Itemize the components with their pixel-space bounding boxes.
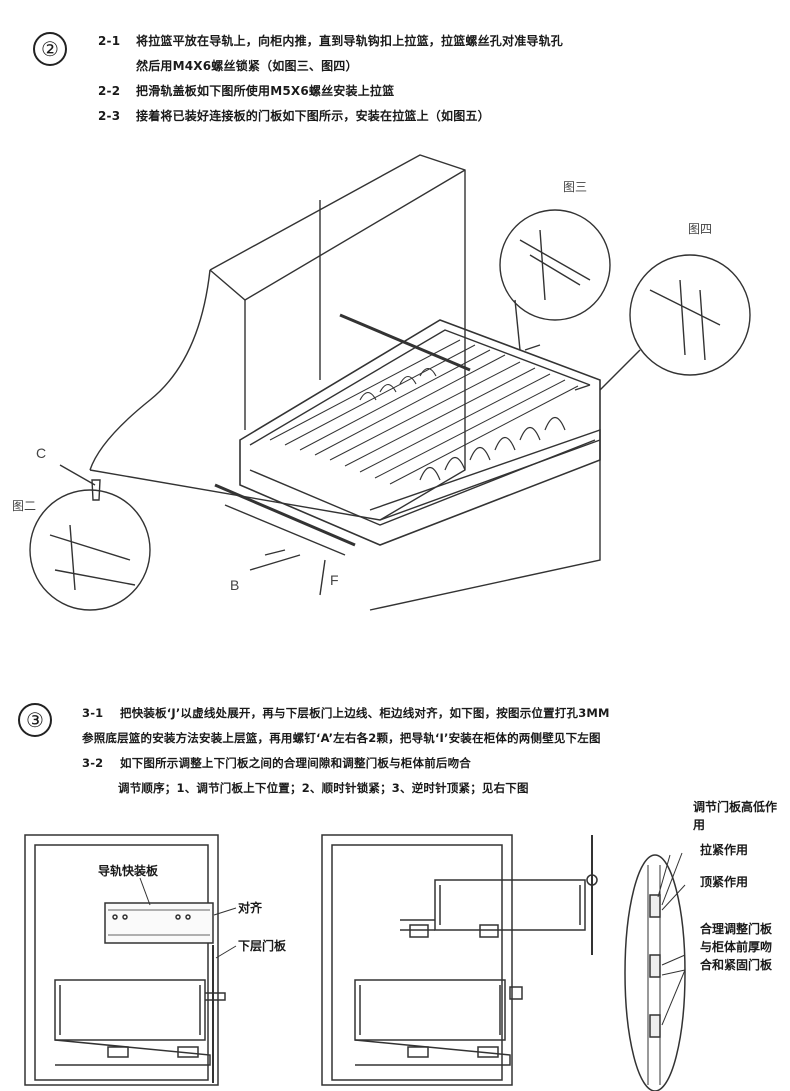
label-f: F	[330, 572, 339, 588]
instruction-2-2: 2-2 把滑轨盖板如下图所使用M5X6螺丝安装上拉篮	[98, 82, 394, 99]
step-text: 把滑轨盖板如下图所使用M5X6螺丝安装上拉篮	[136, 84, 395, 98]
step-text: 接着将已装好连接板的门板如下图所示，安装在拉篮上（如图五）	[136, 109, 490, 123]
rail-board-label: 导轨快装板	[98, 864, 159, 878]
instruction-3-1: 3-1 把快装板‘J’以虚线处展开，再与下层板门上边线、柜边线对齐，如下图，按图示…	[82, 705, 610, 721]
label-b: B	[230, 577, 240, 593]
label-c: C	[36, 445, 47, 461]
rail-board-figure	[24, 834, 226, 1086]
instruction-2-1: 2-1 将拉篮平放在导轨上，向柜内推，直到导轨钩扣上拉篮，拉篮螺丝孔对准导轨孔	[98, 32, 563, 49]
figure-2-label: 图二	[12, 499, 37, 513]
figure-4-label: 图四	[688, 222, 713, 236]
instruction-2-3: 2-3 接着将已装好连接板的门板如下图所示，安装在拉篮上（如图五）	[98, 107, 490, 124]
instruction-3-2-cont: 调节顺序；1、调节门板上下位置；2、顺时针锁紧；3、逆时针顶紧；见右下图	[118, 780, 529, 796]
instruction-2-1-cont: 然后用M4X6螺丝锁紧（如图三、图四）	[136, 57, 358, 74]
step-text: 然后用M4X6螺丝锁紧（如图三、图四）	[136, 59, 358, 73]
instruction-3-2: 3-2 如下图所示调整上下门板之间的合理间隙和调整门板与柜体前后吻合	[82, 755, 471, 771]
step-code: 3-2	[82, 756, 104, 770]
lower-door-label: 下层门板	[238, 939, 287, 953]
step-code: 2-2	[98, 84, 121, 98]
callout-push: 顶紧作用	[700, 875, 749, 889]
step-text: 调节顺序；1、调节门板上下位置；2、顺时针锁紧；3、逆时针顶紧；见右下图	[118, 781, 529, 795]
basket-install-figure	[29, 154, 751, 611]
callout-tighten: 拉紧作用	[700, 843, 749, 857]
callout-adjust-fit: 合理调整门板与柜体前厚吻合和紧固门板	[700, 922, 773, 972]
step-number-2: ②	[33, 32, 67, 66]
step-text: 将拉篮平放在导轨上，向柜内推，直到导轨钩扣上拉篮，拉篮螺丝孔对准导轨孔	[136, 34, 564, 48]
callout-adjust-height: 调节门板高低作用	[693, 800, 778, 832]
step-text: 如下图所示调整上下门板之间的合理间隙和调整门板与柜体前后吻合	[120, 756, 471, 770]
step-code: 3-1	[82, 706, 104, 720]
step-text: 把快装板‘J’以虚线处展开，再与下层板门上边线、柜边线对齐，如下图，按图示位置打…	[120, 706, 610, 720]
align-label: 对齐	[238, 901, 263, 915]
step-number-3: ③	[18, 703, 52, 737]
door-adjust-figure	[321, 834, 686, 1091]
step-code: 2-3	[98, 109, 121, 123]
instruction-3-1-cont: 参照底层篮的安装方法安装上层篮，再用螺钉‘A’左右各2颗，把导轨‘I’安装在柜体…	[82, 730, 601, 746]
step-code: 2-1	[98, 34, 121, 48]
figure-3-label: 图三	[563, 180, 588, 194]
step-text: 参照底层篮的安装方法安装上层篮，再用螺钉‘A’左右各2颗，把导轨‘I’安装在柜体…	[82, 731, 601, 745]
